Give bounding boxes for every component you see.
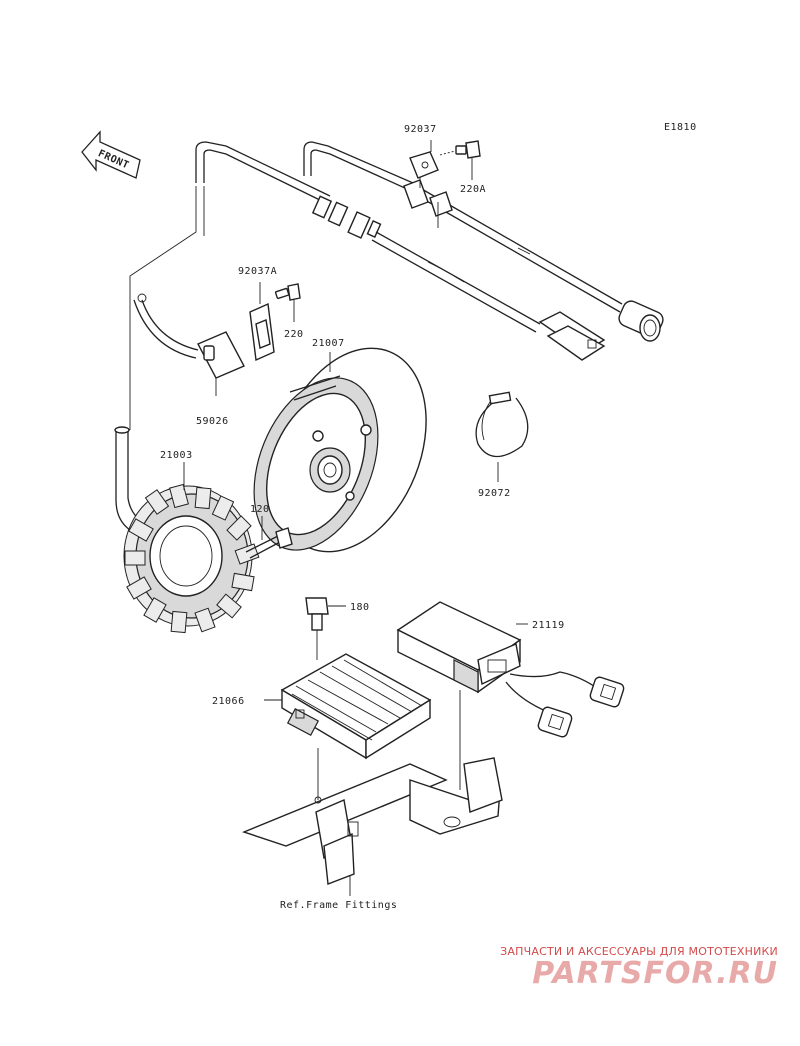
diagram-id: E1810 bbox=[664, 122, 697, 133]
label-92037: 92037 bbox=[404, 124, 437, 135]
label-220: 220 bbox=[284, 329, 304, 340]
watermark-tagline: ЗАПЧАСТИ И АКСЕССУАРЫ ДЛЯ МОТОТЕХНИКИ bbox=[500, 945, 778, 958]
stator-21003 bbox=[114, 426, 260, 634]
label-21119: 21119 bbox=[532, 620, 565, 631]
bolt-180 bbox=[305, 597, 346, 660]
label-220A: 220A bbox=[460, 184, 486, 195]
harness-connector-round bbox=[618, 300, 664, 342]
front-arrow-icon: FRONT bbox=[81, 130, 141, 179]
clamp-92037 bbox=[409, 140, 439, 179]
band-92072 bbox=[475, 391, 529, 482]
ecu-21119 bbox=[396, 601, 625, 738]
watermark-brand-logo: PARTSFOR.RU bbox=[532, 956, 778, 991]
label-92037A: 92037A bbox=[238, 266, 277, 277]
label-21066: 21066 bbox=[212, 696, 245, 707]
regulator-21066 bbox=[264, 653, 432, 760]
watermark: ЗАПЧАСТИ И АКСЕССУАРЫ ДЛЯ МОТОТЕХНИКИ PA… bbox=[478, 945, 778, 990]
bolt-120 bbox=[245, 516, 293, 559]
label-92072: 92072 bbox=[478, 488, 511, 499]
ecu-connector-1 bbox=[589, 676, 625, 708]
clamp-92037A bbox=[249, 282, 275, 362]
label-59026: 59026 bbox=[196, 416, 229, 427]
bolt-220 bbox=[274, 283, 301, 322]
ref-frame-label: Ref.Frame Fittings bbox=[280, 900, 397, 911]
label-21007: 21007 bbox=[312, 338, 345, 349]
bolt-220A bbox=[439, 140, 481, 180]
label-21003: 21003 bbox=[160, 450, 193, 461]
label-180: 180 bbox=[350, 602, 370, 613]
harness-connector-flat bbox=[538, 311, 606, 361]
grommet-59026 bbox=[197, 331, 245, 396]
rotor-21007 bbox=[253, 347, 427, 553]
wiring-harness bbox=[195, 141, 664, 361]
label-120: 120 bbox=[250, 504, 270, 515]
ecu-connector-2 bbox=[537, 706, 573, 738]
frame-bracket bbox=[241, 757, 503, 896]
